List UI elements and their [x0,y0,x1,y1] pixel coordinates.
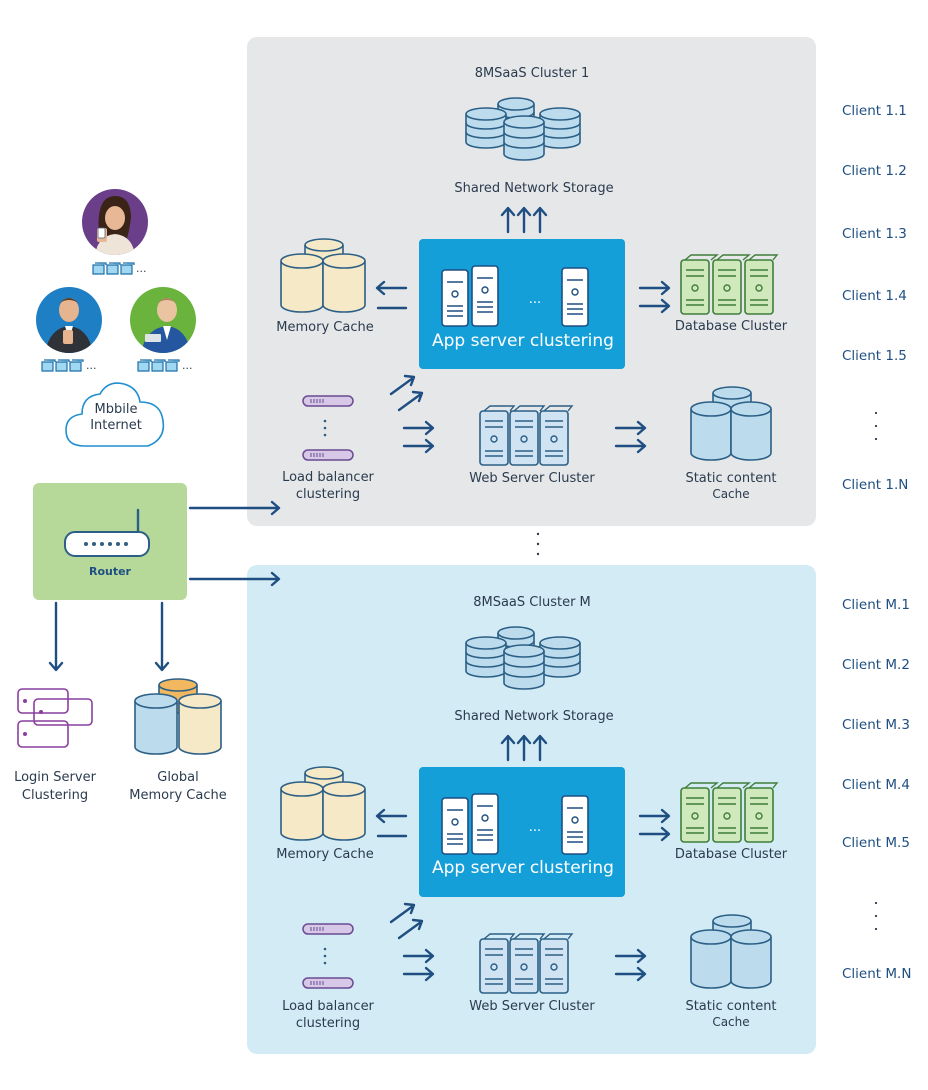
app-server-label: App server clustering [432,858,614,878]
right-arrows-icon [402,420,435,454]
memory-cache-icon [280,766,366,841]
client-label: Client 1.3 [842,226,907,242]
global-memory-cache-icon [134,678,222,755]
router-to-global-cache-arrow [154,601,170,672]
router-to-cluster-m-arrow [188,571,281,587]
static-content-label-1: Static content [685,999,777,1014]
client-label: Client M.N [842,966,912,982]
right-arrows-icon [402,948,435,982]
internet-label-2: Internet [90,418,142,433]
client-label: Client 1.2 [842,163,907,179]
client-label: Client 1.4 [842,288,907,304]
load-balancer-label-1: Load balancer [282,470,374,485]
router-label: Router [88,565,131,578]
client-label: Client M.5 [842,835,910,851]
client-label: Client M.1 [842,597,910,613]
right-arrows-icon [638,808,671,842]
device-ellipsis: ... [86,359,97,372]
router-to-cluster-1-arrow [188,500,281,516]
client-label: Client 1.5 [842,348,907,364]
shared-storage-icon [465,97,581,161]
device-ellipsis: ... [182,359,193,372]
internet-label-1: Mbbile [94,402,138,417]
client-label: Client M.2 [842,657,910,673]
database-cluster-icon [680,782,779,843]
static-content-label-1: Static content [685,471,777,486]
user-avatar-man-2-icon [130,287,196,353]
cluster-1-title: 8MSaaS Cluster 1 [474,66,590,81]
bidirectional-arrows-icon [375,808,408,838]
client-label: Client 1.1 [842,103,907,119]
global-memory-cache-label-2: Memory Cache [129,788,227,803]
client-label: Client M.4 [842,777,910,793]
router-to-login-arrow [48,601,64,672]
user-avatar-man-icon [36,287,102,353]
web-server-cluster-icon [479,405,574,466]
vertical-ellipsis-icon [536,532,540,556]
static-content-label-2: Cache [712,1015,750,1029]
database-cluster-icon [680,254,779,315]
static-content-label-2: Cache [712,487,750,501]
app-server-icons [441,265,589,327]
router-icon [64,508,150,557]
cluster-m-title: 8MSaaS Cluster M [473,595,591,610]
right-arrows-icon [614,420,647,454]
load-balancer-label-2: clustering [295,487,361,502]
database-cluster-label: Database Cluster [674,319,788,334]
login-server-label-1: Login Server [14,770,96,785]
global-memory-cache-label-1: Global [157,770,199,785]
device-ellipsis: ... [136,262,147,275]
database-cluster-label: Database Cluster [674,847,788,862]
shared-storage-label: Shared Network Storage [454,709,614,724]
static-content-cache-icon [690,386,772,461]
app-server-label: App server clustering [432,331,614,351]
cloud-icon [65,382,165,447]
web-server-cluster-icon [479,933,574,994]
web-server-cluster-label: Web Server Cluster [469,999,595,1014]
app-server-ellipsis: ... [528,820,542,835]
load-balancer-label-1: Load balancer [282,999,374,1014]
load-balancer-icon [302,395,354,461]
memory-cache-icon [280,238,366,313]
login-server-label-2: Clustering [21,788,89,803]
load-balancer-icon [302,923,354,989]
device-chain-icon [92,262,135,275]
client-label: Client M.3 [842,717,910,733]
device-chain-icon [137,359,180,372]
vertical-ellipsis-icon [874,411,878,441]
right-arrows-icon [638,280,671,314]
shared-storage-icon [465,626,581,690]
bidirectional-arrows-icon [375,280,408,310]
up-arrows-icon [500,206,548,234]
load-balancer-label-2: clustering [295,1016,361,1031]
diagonal-arrows-icon [389,374,424,412]
user-avatar-woman-icon [82,189,148,255]
static-content-cache-icon [690,914,772,989]
shared-storage-label: Shared Network Storage [454,181,614,196]
diagonal-arrows-icon [389,902,424,940]
right-arrows-icon [614,948,647,982]
memory-cache-label: Memory Cache [276,847,374,862]
up-arrows-icon [500,734,548,762]
memory-cache-label: Memory Cache [276,320,374,335]
vertical-ellipsis-icon [874,901,878,931]
device-chain-icon [41,359,84,372]
app-server-icons [441,793,589,855]
client-label: Client 1.N [842,477,909,493]
web-server-cluster-label: Web Server Cluster [469,471,595,486]
login-server-icon [17,688,93,748]
app-server-ellipsis: ... [528,292,542,307]
